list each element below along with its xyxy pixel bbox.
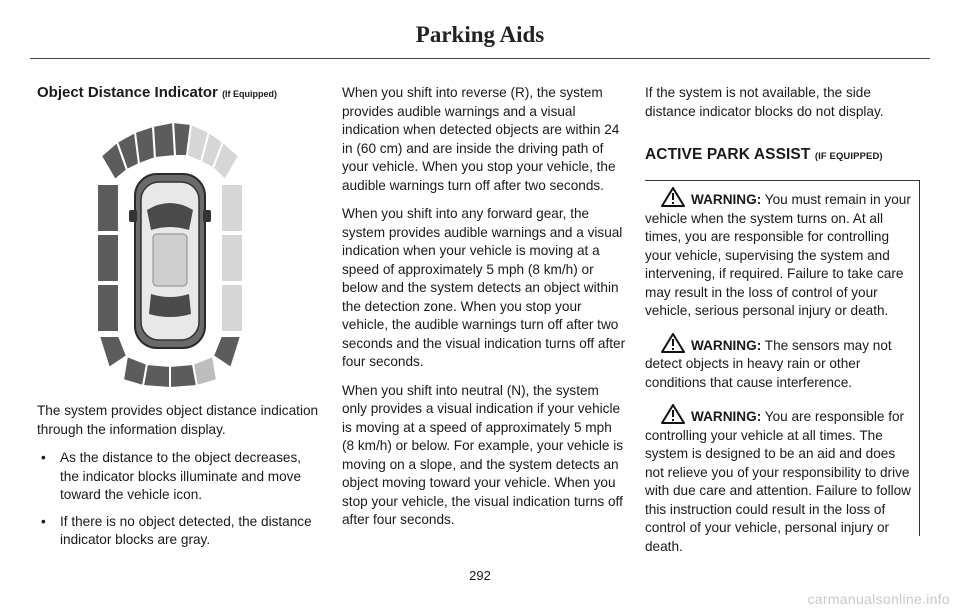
- warning-item: WARNING: You are responsible for control…: [645, 404, 919, 556]
- page-title: Parking Aids: [415, 22, 545, 47]
- warning-item: WARNING: The sensors may not detect obje…: [645, 332, 919, 393]
- heading-suffix: (If Equipped): [222, 89, 278, 99]
- bullet-list: As the distance to the object decreases,…: [37, 449, 319, 550]
- vehicle-distance-indicator-illustration: [95, 118, 245, 390]
- warning-triangle-icon: [661, 187, 685, 207]
- warning-triangle-icon: [661, 404, 685, 424]
- warning-triangle-icon: [661, 332, 685, 353]
- column-1-body: The system provides object distance indi…: [37, 402, 319, 558]
- heading-text: ACTIVE PARK ASSIST: [645, 146, 811, 163]
- watermark: carmanualsonline.info: [807, 591, 950, 607]
- warning-item: WARNING: You must remain in your vehicle…: [645, 187, 919, 321]
- list-item: If there is no object detected, the dist…: [37, 513, 319, 550]
- warning-text: The sensors may not detect objects in he…: [645, 337, 892, 390]
- heading-text: Object Distance Indicator: [37, 84, 218, 101]
- warning-text: You must remain in your vehicle when the…: [645, 192, 911, 318]
- list-item: As the distance to the object decreases,…: [37, 449, 319, 505]
- column-3-intro: If the system is not available, the side…: [645, 84, 923, 131]
- heading-suffix: (IF EQUIPPED): [814, 151, 883, 162]
- column-1-heading: Object Distance Indicator (If Equipped): [37, 84, 319, 104]
- paragraph: When you shift into any forward gear, th…: [342, 206, 626, 369]
- warning-label: WARNING:: [691, 192, 762, 207]
- warning-box: WARNING: You must remain in your vehicle…: [645, 180, 920, 554]
- warning-label: WARNING:: [691, 337, 762, 353]
- paragraph: If the system is not available, the side…: [645, 85, 884, 119]
- section-heading-active-park-assist: ACTIVE PARK ASSIST (IF EQUIPPED): [645, 146, 923, 164]
- column-2: When you shift into reverse (R), the sys…: [342, 84, 626, 540]
- header-divider: [30, 58, 930, 59]
- warning-label: WARNING:: [691, 409, 762, 424]
- section-heading-object-distance: Object Distance Indicator (If Equipped): [37, 84, 319, 104]
- paragraph: When you shift into reverse (R), the sys…: [342, 85, 620, 193]
- page-number: 292: [469, 568, 491, 583]
- paragraph: When you shift into neutral (N), the sys…: [342, 382, 624, 528]
- warning-text: You are responsible for controlling your…: [645, 409, 911, 554]
- paragraph: The system provides object distance indi…: [37, 403, 319, 437]
